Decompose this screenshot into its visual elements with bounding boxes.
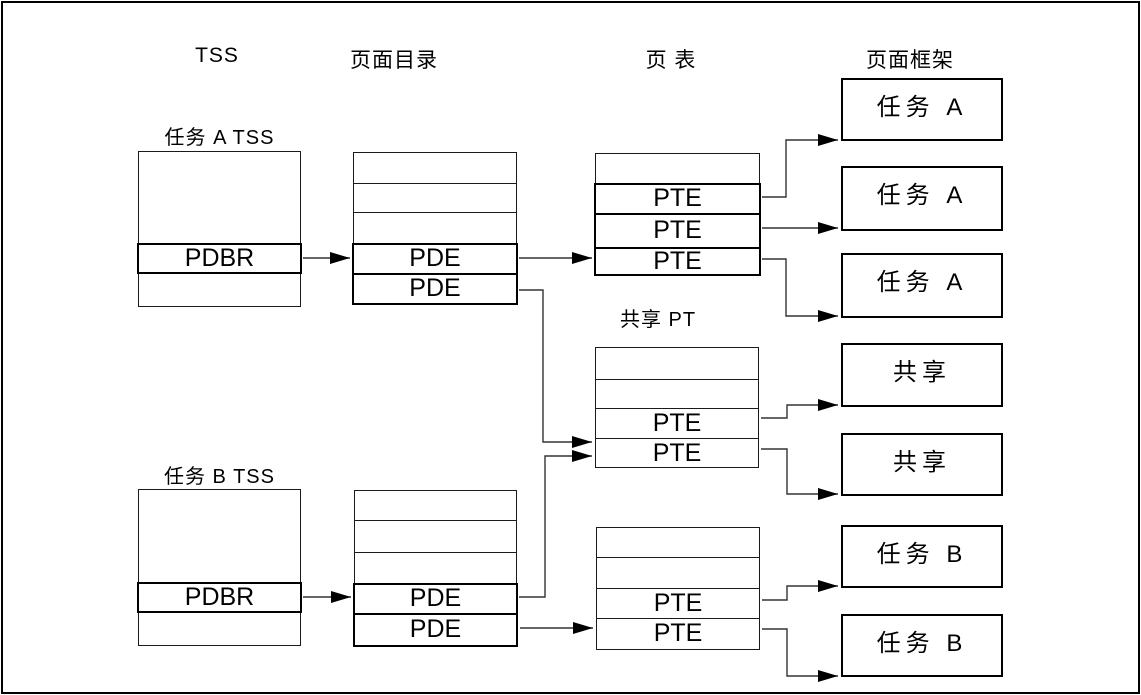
- pd-a-row-separator: [354, 183, 516, 184]
- pt-b-row-separator: [597, 618, 759, 619]
- pd-b-pde-divider: [355, 613, 516, 615]
- tss-b-title: 任务 B TSS: [164, 466, 275, 488]
- pt-a-pte-divider: [596, 247, 759, 249]
- pd-b-row-separator: [355, 520, 516, 521]
- tss-a-pdbr-cell: PDBR: [137, 243, 302, 274]
- column-header-page-directory: 页面目录: [350, 49, 438, 72]
- shared-pt-row-separator: [596, 408, 758, 409]
- pt-b-row-separator: [597, 557, 759, 558]
- arrow-pde-b1-to-shared-pt: [519, 450, 592, 598]
- arrow-pt-b-pte2-to-frame2: [762, 628, 838, 682]
- pt-a-pte1-cell: PTE: [653, 184, 702, 212]
- pd-b-row-separator: [355, 552, 516, 553]
- pt-a-pte2-cell: PTE: [653, 216, 702, 244]
- arrow-pt-b-pte1-to-frame1: [762, 580, 838, 601]
- pd-b-pde1-cell: PDE: [409, 584, 462, 612]
- frame-task-b-2: 任务 B: [841, 614, 1003, 677]
- shared-pt-box: PTE PTE: [595, 347, 759, 468]
- pt-b-row-separator: [597, 588, 759, 589]
- column-header-tss: TSS: [195, 44, 239, 67]
- page-directory-b-pde-block: PDE PDE: [353, 583, 518, 647]
- pd-a-row-separator: [354, 212, 516, 213]
- arrow-pt-a-pte1-to-frame1: [762, 134, 838, 198]
- frame-task-a-2: 任务 A: [841, 166, 1003, 231]
- shared-pt-pte1-cell: PTE: [652, 409, 702, 437]
- frame-shared-2: 共享: [841, 433, 1003, 496]
- column-header-page-frame: 页面框架: [866, 49, 954, 72]
- tss-a-title: 任务 A TSS: [164, 127, 275, 149]
- pt-b-pte2-cell: PTE: [653, 619, 703, 647]
- arrow-pde-a2-to-shared-pt: [519, 289, 592, 448]
- pd-a-pde-divider: [354, 273, 516, 275]
- pt-b-pte1-cell: PTE: [653, 589, 703, 617]
- frame-task-b-1: 任务 B: [841, 525, 1003, 588]
- pt-a-pte-divider: [596, 213, 759, 215]
- pd-b-pde2-cell: PDE: [409, 615, 462, 643]
- arrow-shared-pte2-to-frame2: [761, 448, 838, 500]
- shared-pt-title: 共享 PT: [620, 309, 697, 331]
- tss-a-box: [138, 151, 301, 307]
- shared-pt-row-separator: [596, 438, 758, 439]
- pt-a-pte3-cell: PTE: [653, 247, 702, 275]
- shared-pt-row-separator: [596, 379, 758, 380]
- arrow-shared-pte1-to-frame1: [761, 399, 838, 419]
- page-table-b-box: PTE PTE: [596, 527, 760, 650]
- page-table-a-pte-block: PTE PTE PTE: [594, 183, 761, 276]
- frame-task-a-3: 任务 A: [841, 253, 1003, 318]
- frame-shared-1: 共享: [841, 343, 1003, 407]
- arrow-pt-a-pte3-to-frame3: [762, 258, 838, 322]
- pd-a-pde1-cell: PDE: [409, 244, 461, 272]
- pd-a-pde2-cell: PDE: [409, 274, 461, 302]
- shared-pt-pte2-cell: PTE: [652, 439, 702, 467]
- frame-task-a-1: 任务 A: [841, 78, 1003, 141]
- column-header-page-table: 页 表: [645, 49, 697, 72]
- tss-b-box: [138, 489, 301, 646]
- page-directory-a-pde-block: PDE PDE: [352, 243, 518, 305]
- tss-b-pdbr-cell: PDBR: [137, 582, 302, 613]
